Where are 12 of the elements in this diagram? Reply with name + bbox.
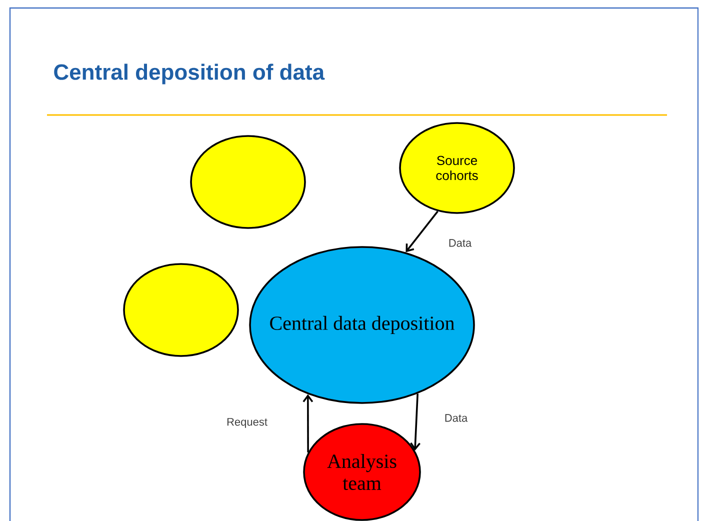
oval-shape (123, 263, 239, 357)
source-oval: Source cohorts (399, 122, 515, 214)
edge-label: Data (447, 238, 473, 248)
edge-label: Data (443, 413, 469, 423)
slide-title: Central deposition of data (54, 64, 325, 84)
arrow (302, 394, 314, 452)
arrow (406, 210, 438, 252)
oval-shape (190, 135, 306, 229)
arrow (410, 394, 420, 451)
edge-label: Request (226, 417, 268, 429)
central-oval: Central data deposition (249, 246, 475, 404)
team-oval: Analysis team (303, 423, 421, 521)
